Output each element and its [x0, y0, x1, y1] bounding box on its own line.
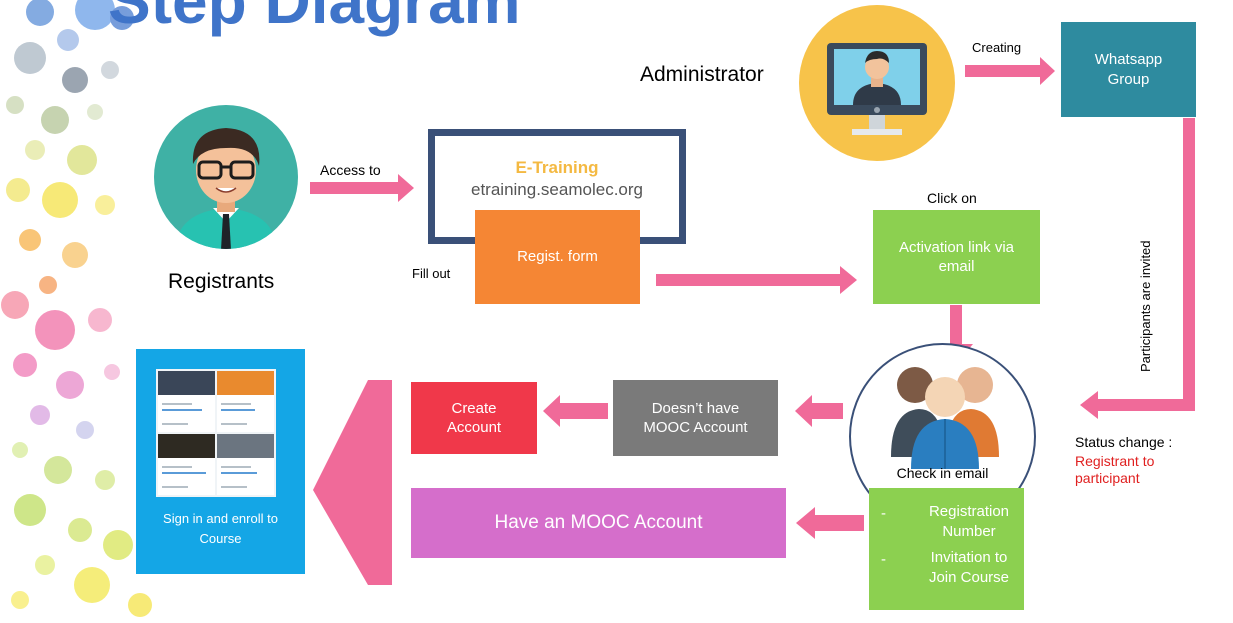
arrow-participants-invited — [1080, 118, 1195, 419]
course-card — [158, 434, 215, 495]
arrow-access-to — [310, 174, 414, 202]
registration-number-label: Registration Number — [928, 503, 1010, 540]
bokeh-decoration — [1, 0, 152, 617]
registrant-avatar-icon — [154, 105, 298, 249]
sign-in-enroll-label: Sign in and enroll to Course — [163, 511, 278, 546]
doesnt-have-mooc-box: Doesn’t have MOOC Account — [613, 380, 778, 456]
creating-label: Creating — [972, 40, 1022, 55]
course-card — [217, 371, 274, 432]
arrow-regist-to-activation — [656, 266, 857, 294]
regist-form-label: Regist. form — [517, 248, 598, 266]
registration-info-box: - Registration Number - Invitation to Jo… — [869, 488, 1024, 610]
have-mooc-box: Have an MOOC Account — [411, 488, 786, 558]
page-title: Step Diagram — [108, 0, 521, 37]
create-account-label: Create Account — [446, 399, 502, 437]
bullet-dash: - — [881, 505, 886, 522]
create-account-box: Create Account — [411, 382, 537, 454]
status-change-value: Registrant to participant — [1075, 453, 1155, 486]
course-thumbnails — [156, 369, 276, 497]
group-people-icon — [891, 367, 999, 469]
course-card — [158, 371, 215, 432]
fill-out-label: Fill out — [412, 266, 451, 281]
bullet-dash: - — [881, 551, 886, 568]
course-card — [217, 434, 274, 495]
sign-in-enroll-box: Sign in and enroll to Course — [136, 349, 305, 574]
activation-link-label: Activation link via email — [898, 238, 1015, 276]
administrator-icon — [799, 5, 955, 161]
activation-link-box: Activation link via email — [873, 210, 1040, 304]
participants-invited-label: Participants are invited — [1138, 240, 1153, 372]
have-mooc-label: Have an MOOC Account — [494, 511, 703, 533]
registrants-label: Registrants — [168, 270, 275, 293]
access-to-label: Access to — [320, 162, 381, 178]
status-change-label: Status change : — [1075, 434, 1173, 450]
regist-form-box: Regist. form — [475, 210, 640, 304]
whatsapp-group-box: Whatsapp Group — [1061, 22, 1196, 117]
check-in-email-label: Check in email — [896, 465, 989, 481]
click-on-label: Click on — [927, 190, 977, 206]
arrow-checkin-to-doesnt-have — [795, 395, 843, 427]
arrow-creating — [965, 57, 1055, 85]
doesnt-have-mooc-label: Doesn’t have MOOC Account — [643, 399, 748, 437]
etraining-title: E-Training — [515, 158, 599, 177]
etraining-url: etraining.seamolec.org — [471, 180, 643, 199]
invitation-to-join-label: Invitation to Join Course — [928, 549, 1010, 586]
arrow-doesnt-to-create — [543, 395, 608, 427]
administrator-label: Administrator — [640, 63, 764, 86]
arrow-reginfo-to-have — [796, 507, 864, 539]
whatsapp-group-label: Whatsapp Group — [1094, 51, 1163, 88]
arrow-big-to-signin — [313, 380, 392, 585]
